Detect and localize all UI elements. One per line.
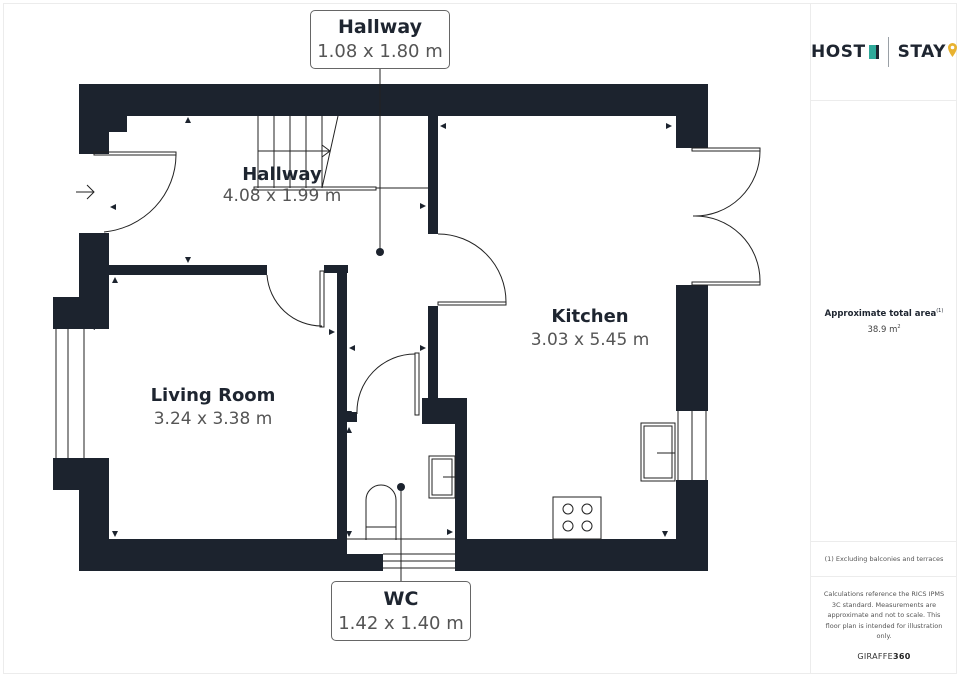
measure-ticks xyxy=(89,117,672,537)
room-dims: 3.24 x 3.38 m xyxy=(153,409,273,429)
disclaimer-text: Calculations reference the RICS IPMS 3C … xyxy=(823,590,945,640)
room-name: Kitchen xyxy=(551,306,629,327)
area-value-text: 38.9 m xyxy=(867,324,898,335)
walls xyxy=(53,84,708,571)
room-dims: 1.08 x 1.80 m xyxy=(317,41,443,62)
page-frame xyxy=(3,3,957,674)
disclaimer-section: Calculations reference the RICS IPMS 3C … xyxy=(811,577,957,674)
logo-section: HOST STAY xyxy=(811,3,957,101)
room-dims: 3.03 x 5.45 m xyxy=(530,330,650,350)
floor-plan: Hallway 1.08 x 1.80 m Hallway 4.08 x 1.9… xyxy=(53,10,761,641)
area-section: Approximate total area(1) 38.9 m2 xyxy=(811,101,957,542)
room-name: Hallway xyxy=(338,16,422,38)
room-name: WC xyxy=(383,588,419,610)
fixtures xyxy=(55,68,761,582)
logo-host-text: HOST xyxy=(811,41,866,62)
logo-stay-text: STAY xyxy=(897,41,946,62)
area-value: 38.9 m2 xyxy=(867,324,900,335)
room-name: Living Room xyxy=(150,385,276,406)
footnote-section: (1) Excluding balconies and terraces xyxy=(811,542,957,577)
brand-suffix: 360 xyxy=(893,651,911,661)
giraffe360-brand: GIRAFFE360 xyxy=(823,652,945,663)
sidebar: HOST STAY Approximate total area(1) 38.9… xyxy=(810,3,957,674)
area-title-text: Approximate total area xyxy=(824,308,937,319)
footnote-mark: (1) xyxy=(936,307,944,314)
footnote-text: (1) Excluding balconies and terraces xyxy=(824,555,944,563)
room-dims: 4.08 x 1.99 m xyxy=(222,186,342,206)
hallway-label: Hallway 4.08 x 1.99 m xyxy=(223,164,342,206)
door-icon xyxy=(868,44,879,59)
living-room-label: Living Room 3.24 x 3.38 m xyxy=(151,385,276,429)
location-pin-icon xyxy=(947,42,957,62)
hallway-callout: Hallway 1.08 x 1.80 m xyxy=(310,10,450,69)
logo-divider xyxy=(887,36,889,67)
wc-callout: WC 1.42 x 1.40 m xyxy=(331,581,471,641)
room-name: Hallway xyxy=(242,164,322,185)
area-title: Approximate total area(1) xyxy=(825,308,944,319)
area-unit-sup: 2 xyxy=(897,323,901,330)
brand-prefix: GIRAFFE xyxy=(857,651,893,661)
room-dims: 1.42 x 1.40 m xyxy=(338,613,464,634)
host-stay-logo: HOST STAY xyxy=(811,36,957,67)
kitchen-label: Kitchen 3.03 x 5.45 m xyxy=(531,306,650,350)
